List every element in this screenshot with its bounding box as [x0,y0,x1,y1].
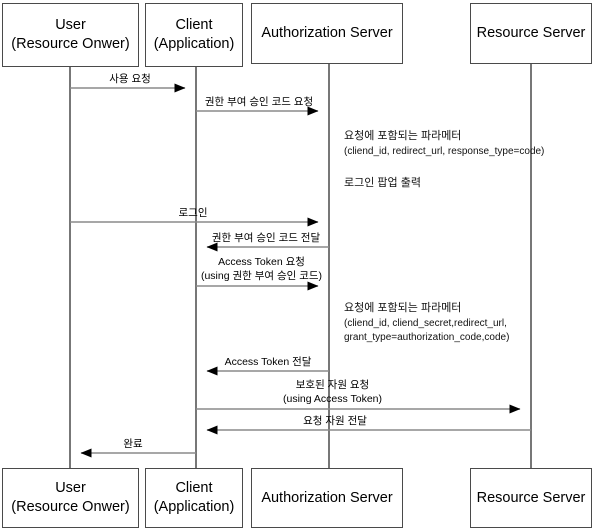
label-msg-resource-deliver-line1: 요청 자원 전달 [303,415,367,427]
actor-header-user-line1: User [55,17,86,34]
label-msg-access-token-request-line1: Access Token 요청 [218,256,305,268]
actor-header-client[interactable]: Client (Application) [145,3,243,67]
note-token-params-line1: (cliend_id, cliend_secret,redirect_url, [344,317,507,329]
actor-footer-user-line1: User [55,480,86,497]
label-msg-protected-resource-request-line1: 보호된 자원 요청 [295,379,370,391]
actor-header-client-line2: (Application) [153,36,235,52]
label-msg-access-token-request: Access Token 요청 (using 권한 부여 승인 코드) [194,256,329,283]
note-token-params-title: 요청에 포함되는 파라메터 [344,302,462,314]
note-token-params: 요청에 포함되는 파라메터 (cliend_id, cliend_secret,… [336,296,510,349]
label-msg-protected-resource-request-line2: (using Access Token) [282,392,383,405]
actor-footer-client[interactable]: Client (Application) [145,468,243,528]
actor-header-resource-server[interactable]: Resource Server [470,3,592,64]
note-login-popup-title: 로그인 팝업 출력 [344,177,421,189]
label-msg-complete-line1: 완료 [123,438,143,450]
note-auth-params-title: 요청에 포함되는 파라메터 [344,130,462,142]
actor-header-resource-server-line1: Resource Server [476,25,586,42]
actor-footer-client-line1: Client [175,480,213,497]
label-msg-login-line1: 로그인 [178,207,208,219]
message-arrows [70,83,531,458]
label-msg-auth-code-deliver: 권한 부여 승인 코드 전달 [203,232,329,246]
actor-header-user-line2: (Resource Onwer) [11,36,130,52]
label-msg-resource-deliver: 요청 자원 전달 [274,415,396,429]
note-login-popup: 로그인 팝업 출력 [336,170,421,197]
note-token-params-line2: grant_type=authorization_code,code) [344,331,510,343]
label-msg-access-token-deliver: Access Token 전달 [207,356,329,370]
note-auth-params-line1: (cliend_id, redirect_url, response_type=… [344,145,545,157]
label-msg-auth-code-request: 권한 부여 승인 코드 요청 [196,96,322,110]
note-auth-params: 요청에 포함되는 파라메터 (cliend_id, redirect_url, … [336,124,545,163]
actor-header-client-line1: Client [175,17,213,34]
actor-footer-authorization-server[interactable]: Authorization Server [251,468,403,528]
label-msg-login: 로그인 [130,207,256,221]
actor-footer-resource-server-line1: Resource Server [476,489,586,506]
actor-footer-user-line2: (Resource Onwer) [11,499,130,515]
label-msg-auth-code-deliver-line1: 권한 부여 승인 코드 전달 [211,232,321,244]
label-msg-use-request-line1: 사용 요청 [109,73,151,85]
actor-footer-resource-server[interactable]: Resource Server [470,468,592,528]
label-msg-complete: 완료 [72,438,194,452]
actor-footer-client-line2: (Application) [153,499,235,515]
label-msg-protected-resource-request: 보호된 자원 요청 (using Access Token) [265,379,400,406]
actor-header-authorization-server-line1: Authorization Server [261,25,393,42]
actor-footer-authorization-server-line1: Authorization Server [261,489,393,506]
lifelines [69,64,532,468]
label-msg-auth-code-request-line1: 권한 부여 승인 코드 요청 [204,96,314,108]
actor-header-user[interactable]: User (Resource Onwer) [2,3,139,67]
label-msg-access-token-deliver-line1: Access Token 전달 [224,356,312,368]
actor-header-authorization-server[interactable]: Authorization Server [251,3,403,64]
label-msg-use-request: 사용 요청 [70,73,190,87]
actor-footer-user[interactable]: User (Resource Onwer) [2,468,139,528]
label-msg-access-token-request-line2: (using 권한 부여 승인 코드) [200,269,323,282]
